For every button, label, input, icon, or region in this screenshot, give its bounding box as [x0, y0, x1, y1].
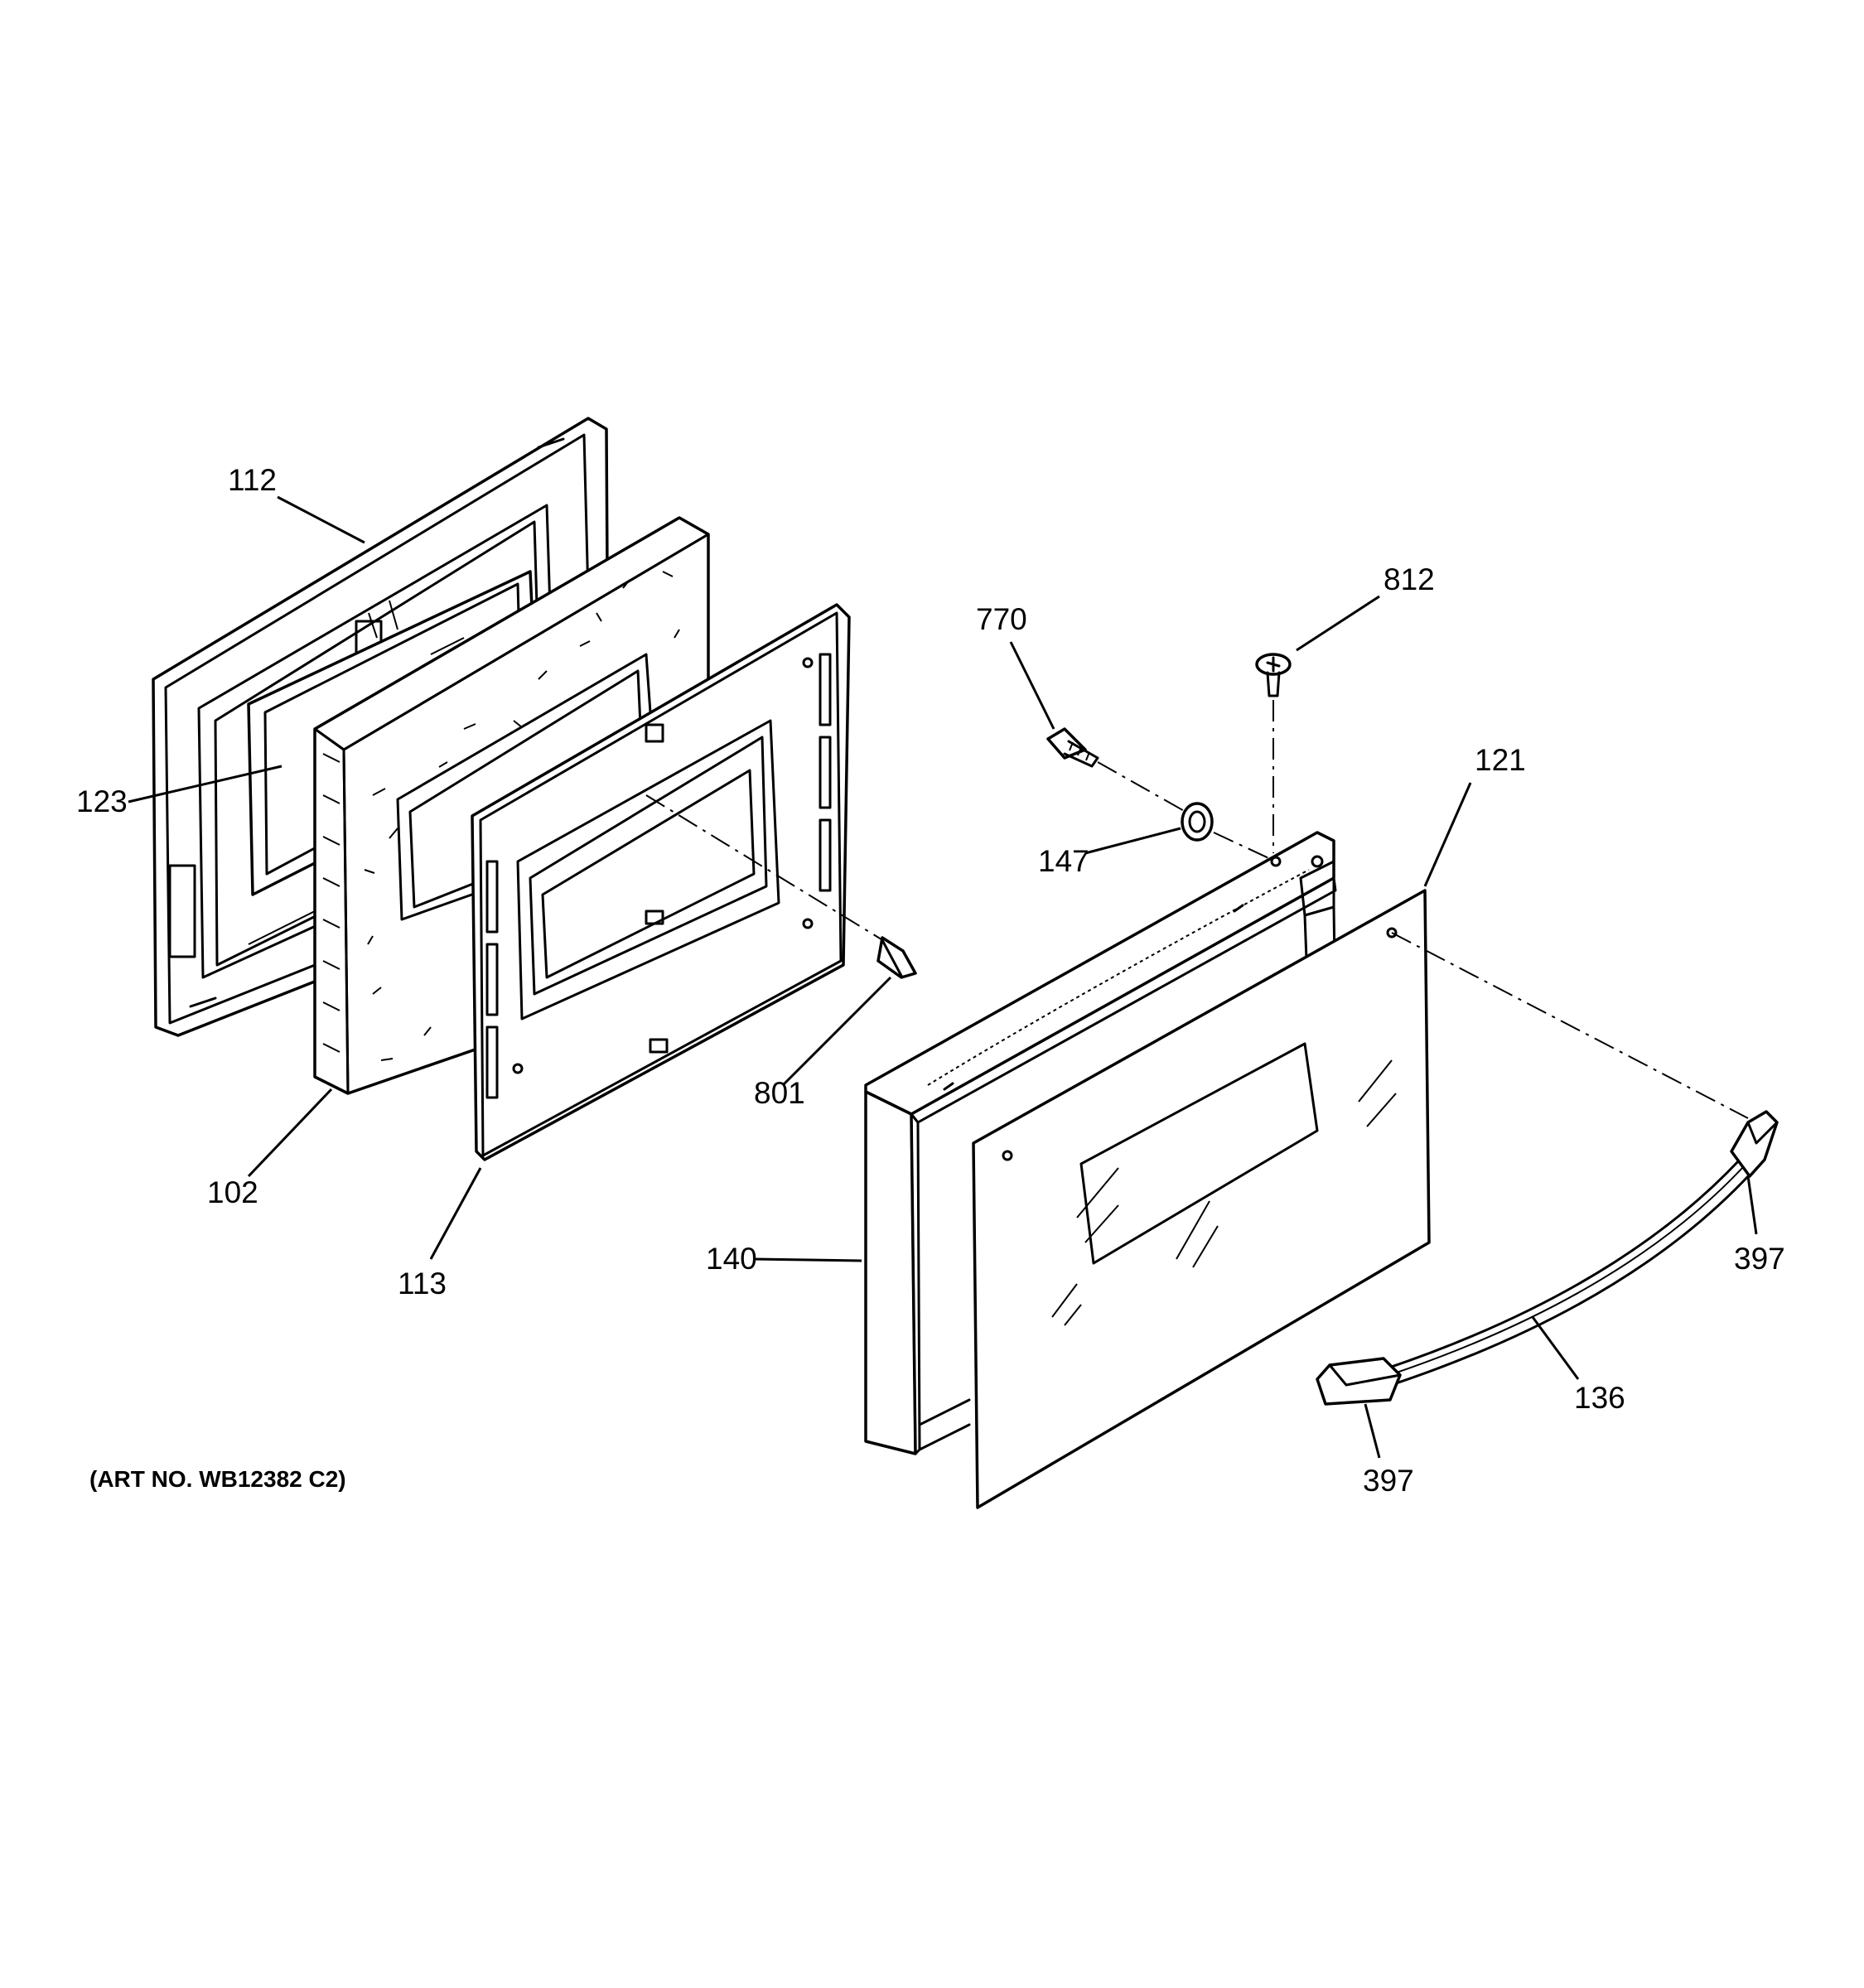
callout-801: 801 — [754, 1076, 805, 1110]
callout-123: 123 — [76, 784, 128, 818]
part-397-end-cap-left — [1316, 1357, 1402, 1406]
callout-121: 121 — [1475, 743, 1526, 777]
callout-812: 812 — [1384, 562, 1435, 596]
part-770-screw — [1046, 727, 1194, 817]
part-140-outer-frame — [864, 831, 1337, 1455]
part-812-screw — [1255, 653, 1292, 853]
part-136-handle — [1378, 1158, 1751, 1389]
part-397-end-cap-right — [1730, 1110, 1779, 1178]
callout-397-left: 397 — [1363, 1464, 1414, 1498]
callout-labels: 112 123 102 113 801 770 812 121 147 140 … — [76, 463, 1785, 1498]
part-147-washer — [1181, 802, 1277, 862]
part-113-inner-panel — [471, 603, 851, 1161]
callout-147: 147 — [1038, 844, 1089, 878]
callout-397-right: 397 — [1734, 1242, 1785, 1276]
art-number: (ART NO. WB12382 C2) — [89, 1466, 346, 1492]
part-801-screw — [645, 794, 917, 979]
callout-112: 112 — [228, 463, 277, 497]
callout-770: 770 — [976, 602, 1027, 636]
callout-102: 102 — [207, 1175, 258, 1209]
part-121-outer-glass — [972, 889, 1749, 1509]
callout-140: 140 — [706, 1242, 757, 1276]
leader-lines — [128, 495, 1758, 1459]
callout-113: 113 — [398, 1267, 447, 1300]
callout-136: 136 — [1574, 1381, 1625, 1415]
